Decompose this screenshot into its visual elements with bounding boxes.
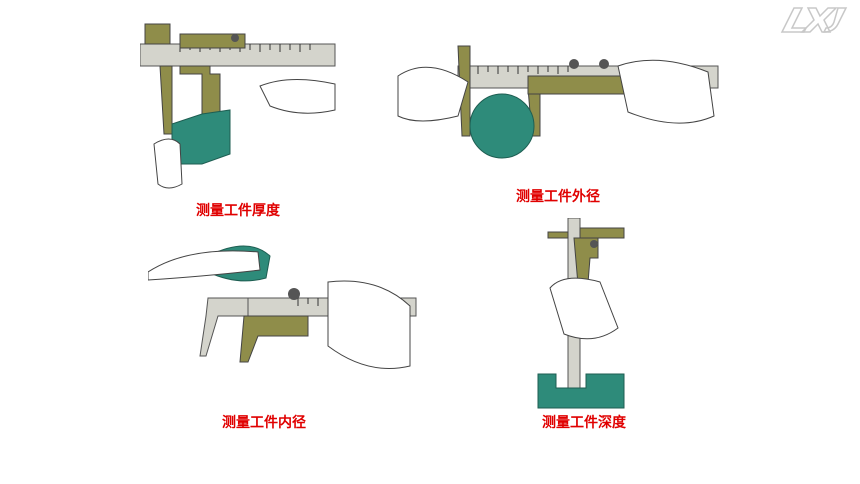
caliper-outer-diameter-illustration [397,45,719,159]
caption-thickness: 测量工件厚度 [196,203,280,219]
lxj-logo-icon [780,7,848,33]
caption-depth: 测量工件深度 [542,415,626,431]
caption-outer-diameter: 测量工件外径 [516,189,600,205]
caliper-depth-illustration [537,218,625,409]
caliper-inner-diameter-illustration [148,245,417,369]
caliper-thickness-illustration [140,23,336,189]
caption-inner-diameter: 测量工件内径 [222,415,306,431]
